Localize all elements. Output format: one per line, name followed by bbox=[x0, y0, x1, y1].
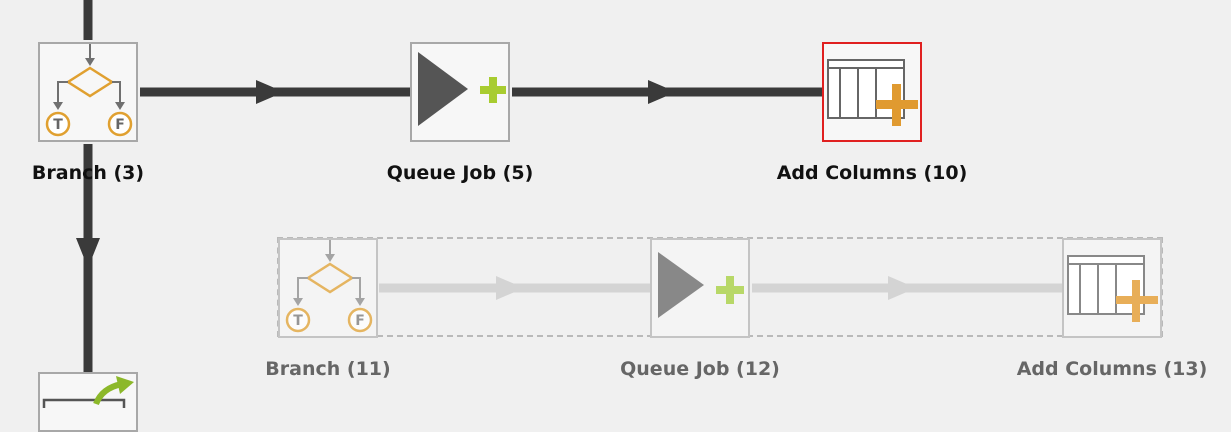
node-label: Queue Job (12) bbox=[620, 358, 780, 380]
node-queue-job-12[interactable] bbox=[650, 238, 750, 338]
workflow-canvas[interactable] bbox=[0, 0, 1231, 409]
queue-job-icon bbox=[658, 252, 744, 318]
node-label: Add Columns (13) bbox=[1016, 358, 1208, 380]
node-next-partial[interactable] bbox=[38, 372, 138, 432]
queue-job-icon bbox=[418, 52, 506, 126]
branch-icon: T F bbox=[45, 44, 133, 137]
branch-true-label: T bbox=[53, 117, 63, 133]
connector-arrow bbox=[76, 238, 100, 268]
node-add-columns-10[interactable] bbox=[822, 42, 922, 142]
connector-arrow bbox=[496, 276, 524, 300]
branch-icon: T F bbox=[285, 240, 373, 333]
export-icon bbox=[42, 376, 134, 408]
add-columns-icon bbox=[1067, 255, 1158, 322]
branch-false-label: F bbox=[115, 117, 125, 133]
connector-arrow bbox=[888, 276, 916, 300]
branch-true-label: T bbox=[293, 313, 303, 329]
node-queue-job-5[interactable] bbox=[410, 42, 510, 142]
add-columns-icon bbox=[827, 59, 918, 126]
node-label: Add Columns (10) bbox=[776, 162, 968, 184]
node-branch-3[interactable]: T F bbox=[38, 42, 138, 142]
node-label: Branch (11) bbox=[265, 358, 391, 380]
branch-false-label: F bbox=[355, 313, 365, 329]
node-label: Queue Job (5) bbox=[386, 162, 534, 184]
connector-arrow bbox=[256, 80, 284, 104]
node-add-columns-13[interactable] bbox=[1062, 238, 1162, 338]
node-label: Branch (3) bbox=[31, 162, 145, 184]
node-branch-11[interactable]: T F bbox=[278, 238, 378, 338]
connector-arrow bbox=[648, 80, 676, 104]
